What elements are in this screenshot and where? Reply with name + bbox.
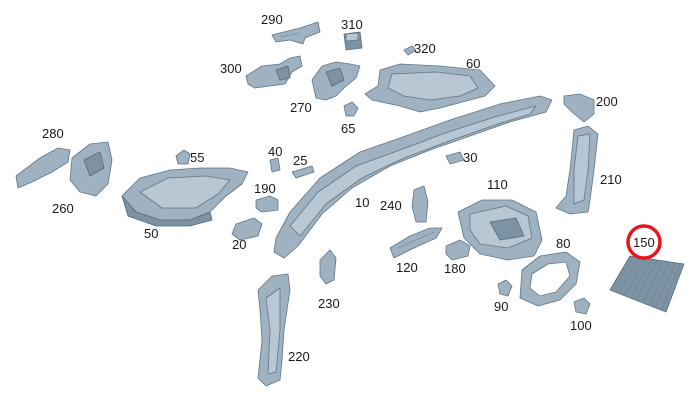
part-100[interactable]	[573, 297, 591, 315]
part-290[interactable]	[271, 21, 321, 45]
part-120[interactable]	[389, 227, 443, 259]
part-55[interactable]	[175, 149, 191, 165]
part-150[interactable]	[609, 255, 685, 313]
part-40[interactable]	[269, 157, 281, 173]
part-240[interactable]	[411, 185, 429, 223]
label-220: 220	[288, 349, 310, 364]
part-25[interactable]	[291, 165, 315, 179]
part-50[interactable]	[121, 167, 249, 227]
label-60: 60	[466, 56, 480, 71]
part-200[interactable]	[563, 93, 595, 123]
part-150-texture	[613, 256, 681, 310]
label-240: 240	[380, 198, 402, 213]
label-210: 210	[600, 172, 622, 187]
part-270[interactable]	[311, 61, 361, 101]
highlight-circle	[626, 224, 662, 260]
label-270: 270	[290, 100, 312, 115]
part-65[interactable]	[343, 101, 359, 117]
label-110: 110	[487, 177, 508, 192]
label-190: 190	[254, 181, 276, 196]
label-320: 320	[414, 41, 436, 56]
label-280: 280	[42, 126, 64, 141]
label-180: 180	[444, 261, 466, 276]
part-10[interactable]	[273, 95, 553, 259]
label-300: 300	[220, 61, 242, 76]
part-60[interactable]	[364, 63, 496, 113]
part-20[interactable]	[231, 217, 263, 241]
label-260: 260	[52, 201, 74, 216]
label-40: 40	[268, 144, 282, 159]
label-10: 10	[355, 195, 369, 210]
part-230[interactable]	[319, 249, 337, 285]
part-190[interactable]	[255, 195, 279, 213]
part-210[interactable]	[555, 125, 599, 215]
label-310: 310	[341, 17, 363, 32]
label-100: 100	[570, 318, 592, 333]
part-110[interactable]	[457, 199, 543, 261]
part-260[interactable]	[69, 141, 113, 197]
part-80[interactable]	[519, 251, 581, 307]
label-30: 30	[463, 150, 477, 165]
part-180[interactable]	[445, 239, 471, 261]
part-220[interactable]	[257, 273, 291, 387]
label-55: 55	[190, 150, 204, 165]
label-290: 290	[261, 12, 283, 27]
part-310[interactable]	[343, 31, 363, 51]
part-90[interactable]	[497, 279, 513, 297]
label-20: 20	[232, 237, 246, 252]
part-30[interactable]	[445, 151, 465, 165]
part-280[interactable]	[15, 147, 71, 189]
part-320[interactable]	[403, 45, 417, 56]
label-65: 65	[341, 121, 355, 136]
label-120: 120	[396, 260, 418, 275]
label-150: 150	[633, 235, 655, 250]
label-200: 200	[596, 94, 618, 109]
label-80: 80	[556, 236, 570, 251]
label-50: 50	[144, 226, 158, 241]
label-230: 230	[318, 296, 340, 311]
part-300[interactable]	[245, 55, 303, 89]
label-25: 25	[293, 153, 307, 168]
label-90: 90	[494, 299, 508, 314]
